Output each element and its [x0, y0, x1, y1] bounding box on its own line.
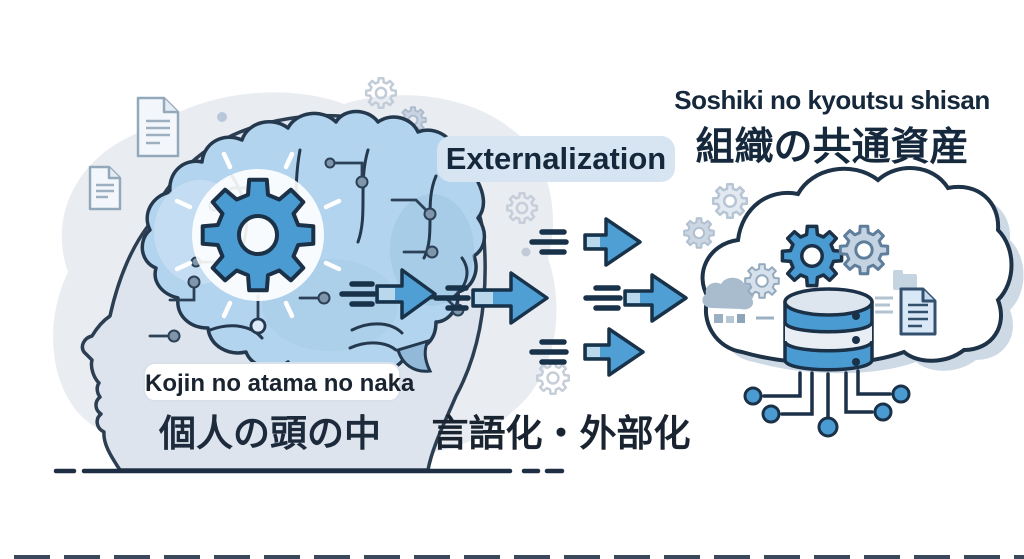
circuit-trace-icon — [762, 369, 892, 420]
left-romaji-badge: Kojin no atama no naka — [143, 362, 414, 402]
gear-icon — [711, 182, 749, 220]
arrow-tail-highlight — [379, 237, 640, 357]
document-lines — [146, 119, 170, 145]
dot-accent — [217, 112, 227, 122]
externalization-badge: Externalization — [437, 136, 675, 182]
gear-icon — [505, 191, 539, 225]
circuit-node-icon — [743, 384, 911, 438]
gear-icon — [364, 76, 398, 110]
gear-icon — [535, 360, 571, 396]
dot-accent — [521, 247, 531, 257]
left-japanese-label: 個人の頭の中 — [159, 413, 381, 454]
speed-dashes — [339, 229, 623, 365]
gear-icon — [780, 224, 844, 288]
database-icon — [783, 287, 874, 372]
list-lines — [875, 296, 893, 314]
speed-arrow-icon — [375, 217, 688, 377]
knowledge-gear-icon — [200, 177, 316, 293]
mini-cloud-icon — [702, 277, 755, 310]
document-icon — [899, 287, 937, 336]
folder-icon — [893, 270, 917, 290]
right-japanese-label: 組織の共通資産 — [695, 126, 969, 169]
brain-stem — [396, 338, 433, 373]
gear-icon — [683, 217, 715, 249]
document-icon — [88, 165, 122, 211]
circuit-node-icon — [249, 317, 267, 335]
center-japanese-label: 言語化・外部化 — [431, 413, 691, 454]
gear-icon — [744, 263, 780, 299]
gear-icon — [838, 224, 890, 276]
glow-ticks — [174, 151, 342, 319]
document-lines — [96, 183, 114, 199]
right-romaji-label: Soshiki no kyoutsu shisan — [674, 85, 990, 115]
data-blocks — [714, 314, 745, 323]
